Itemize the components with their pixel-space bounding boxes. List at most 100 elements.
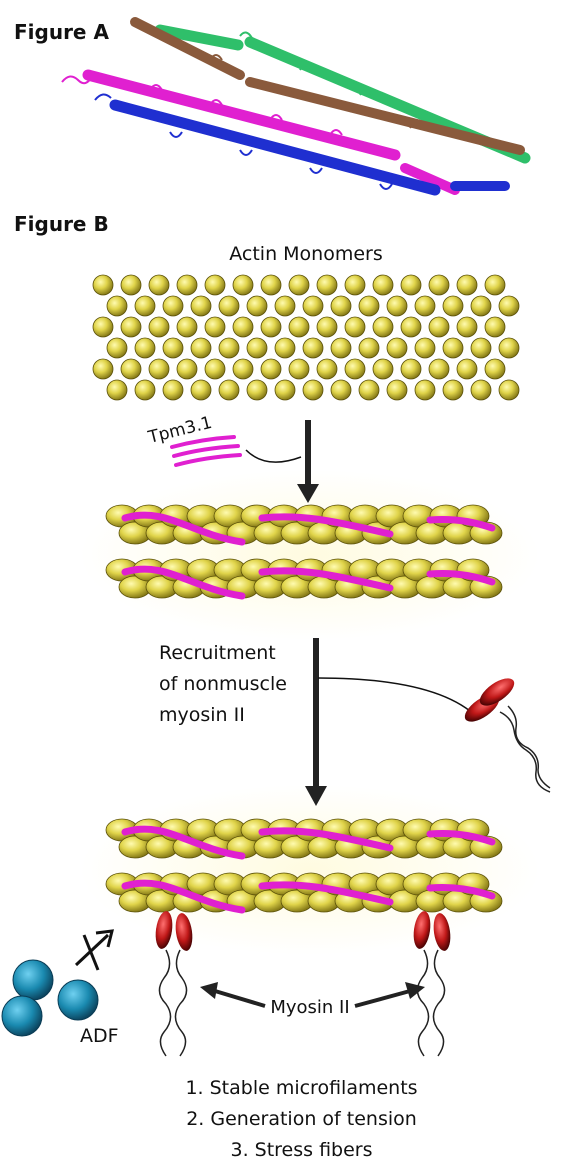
bound-myosins	[155, 911, 451, 1057]
actin-monomer	[162, 337, 184, 359]
actin-monomers-label: Actin Monomers	[229, 243, 383, 265]
actin-monomer	[330, 379, 352, 401]
actin-monomer	[246, 379, 268, 401]
actin-monomer	[190, 295, 212, 317]
actin-monomer	[92, 316, 114, 338]
actin-monomer	[316, 358, 338, 380]
actin-monomer	[302, 379, 324, 401]
actin-monomer-grid	[92, 274, 520, 401]
actin-monomer	[372, 316, 394, 338]
actin-monomer	[358, 337, 380, 359]
actin-monomer	[218, 295, 240, 317]
tropomyosin	[121, 879, 496, 914]
actin-monomer	[120, 274, 142, 296]
actin-monomer	[358, 379, 380, 401]
actin-monomer	[484, 358, 506, 380]
actin-monomer	[428, 274, 450, 296]
free-myosin	[464, 678, 551, 793]
recruitment-line-1: Recruitment	[159, 642, 276, 664]
actin-monomer	[302, 337, 324, 359]
actin-filament	[105, 504, 503, 546]
actin-monomer	[120, 316, 142, 338]
actin-monomer	[344, 274, 366, 296]
actin-monomer	[498, 295, 520, 317]
actin-monomer	[120, 358, 142, 380]
actin-monomer	[344, 316, 366, 338]
actin-monomer	[498, 337, 520, 359]
tpm-strands	[170, 435, 242, 467]
actin-monomer	[484, 316, 506, 338]
actin-monomer	[92, 274, 114, 296]
tpm-label: Tpm3.1	[145, 413, 214, 448]
actin-monomer	[232, 358, 254, 380]
actin-monomer	[134, 295, 156, 317]
actin-monomer	[148, 274, 170, 296]
actin-monomer	[442, 295, 464, 317]
outcome-2: 2. Generation of tension	[186, 1108, 417, 1130]
outcomes-list: 1. Stable microfilaments 2. Generation o…	[0, 1073, 573, 1166]
tpm-connector	[245, 449, 302, 463]
actin-monomer	[260, 358, 282, 380]
blocked-arrow-icon	[74, 929, 114, 971]
adf-label: ADF	[80, 1025, 119, 1047]
myosin-connector	[317, 677, 479, 719]
actin-filament	[105, 558, 503, 600]
figure-b-title: Figure B	[14, 212, 109, 236]
arrow-1	[297, 420, 319, 503]
actin-monomer	[92, 358, 114, 380]
actin-monomer	[470, 295, 492, 317]
actin-monomer	[344, 358, 366, 380]
actin-monomer	[428, 316, 450, 338]
recruitment-line-3: myosin II	[159, 704, 245, 726]
actin-monomer	[316, 316, 338, 338]
recruitment-line-2: of nonmuscle	[159, 673, 287, 695]
actin-monomer	[414, 295, 436, 317]
actin-monomer	[470, 337, 492, 359]
bound-myosin	[155, 911, 193, 1057]
actin-monomer	[274, 379, 296, 401]
actin-filament	[105, 818, 503, 860]
actin-monomer	[204, 358, 226, 380]
actin-monomer	[400, 274, 422, 296]
actin-monomer	[134, 379, 156, 401]
figure-a-title: Figure A	[14, 20, 109, 44]
actin-monomer	[218, 337, 240, 359]
actin-monomer	[190, 379, 212, 401]
protein-structure	[61, 17, 531, 196]
actin-monomer	[414, 337, 436, 359]
actin-monomer	[246, 295, 268, 317]
actin-monomer	[204, 274, 226, 296]
actin-monomer	[260, 274, 282, 296]
actin-monomer	[204, 316, 226, 338]
outcome-3: 3. Stress fibers	[230, 1139, 373, 1161]
actin-monomer	[106, 337, 128, 359]
arrow-2	[305, 638, 327, 806]
actin-monomer	[232, 316, 254, 338]
myosin-ii-label: Myosin II	[270, 997, 349, 1018]
actin-monomer	[498, 379, 520, 401]
actin-monomer	[330, 337, 352, 359]
actin-monomer	[400, 316, 422, 338]
actin-monomer	[260, 316, 282, 338]
actin-monomer	[358, 295, 380, 317]
recruitment-text: Recruitment of nonmuscle myosin II	[159, 638, 287, 731]
actin-monomer	[218, 379, 240, 401]
actin-monomer	[414, 379, 436, 401]
actin-monomer	[148, 316, 170, 338]
actin-monomer	[106, 379, 128, 401]
actin-monomer	[456, 358, 478, 380]
actin-monomer	[162, 295, 184, 317]
actin-monomer	[288, 274, 310, 296]
actin-monomer	[148, 358, 170, 380]
actin-monomer	[274, 337, 296, 359]
actin-monomer	[484, 274, 506, 296]
actin-monomer	[442, 379, 464, 401]
actin-monomer	[400, 358, 422, 380]
actin-monomer	[162, 379, 184, 401]
helix-magenta	[61, 69, 460, 195]
adf-proteins	[1, 959, 99, 1037]
actin-monomer	[302, 295, 324, 317]
actin-monomer	[442, 337, 464, 359]
tropomyosin	[121, 565, 496, 600]
